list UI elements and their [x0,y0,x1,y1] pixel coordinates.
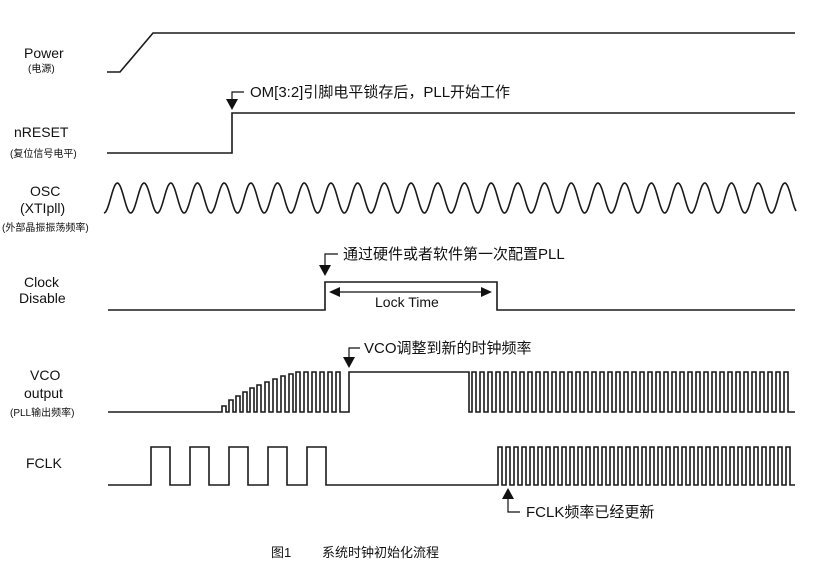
figure-number: 图1 [271,545,291,560]
power-label: Power [24,45,64,61]
fclk-update-annotation: FCLK频率已经更新 [526,504,654,521]
om-latch-arrow [226,99,238,110]
om-latch-leader [231,91,244,100]
clock-disable-waveform [108,281,795,311]
power-note: (电源) [28,62,55,75]
lock-time-label: Lock Time [375,294,439,310]
fclk-update-arrow [502,488,514,499]
nreset-label: nRESET [14,124,69,140]
fclk-update-leader [507,498,520,513]
osc-sublabel: (XTIpll) [20,200,65,216]
vco-sublabel: output [24,385,63,401]
osc-label: OSC [30,183,60,199]
vco-adjust-leader [348,347,360,358]
vco-waveform [108,371,795,413]
nreset-waveform [107,112,795,154]
vco-adjust-annotation: VCO调整到新的时钟频率 [364,340,532,357]
vco-adjust-arrow [343,357,355,368]
fclk-label: FCLK [26,455,62,471]
om-latch-annotation: OM[3:2]引脚电平锁存后，PLL开始工作 [250,84,510,101]
osc-waveform [103,182,797,214]
lock-time-arrow-right [481,287,492,297]
fclk-waveform [108,446,795,486]
vco-label: VCO [30,367,60,383]
osc-note: (外部晶振振荡频率) [2,221,89,234]
clock-disable-label: Clock [24,274,60,290]
configure-pll-annotation: 通过硬件或者软件第一次配置PLL [343,245,565,263]
clock-disable-sublabel: Disable [19,290,66,306]
configure-pll-arrow [319,265,331,276]
lock-time-arrow-left [329,287,340,297]
vco-note: (PLL输出频率) [10,406,74,419]
figure-title: 系统时钟初始化流程 [322,545,439,560]
configure-pll-leader [324,253,338,266]
nreset-note: (复位信号电平) [10,147,77,160]
power-waveform [107,32,795,73]
